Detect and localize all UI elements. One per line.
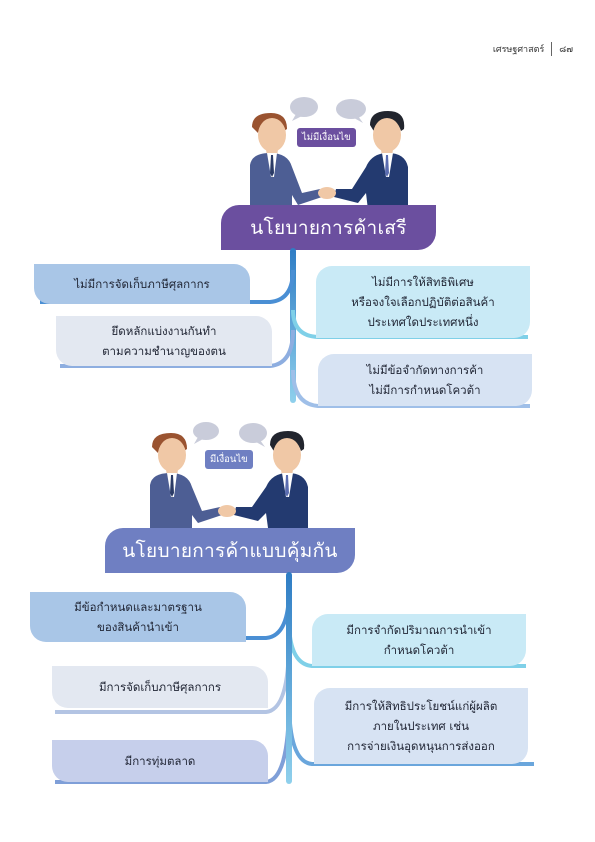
- condition-tag: ไม่มีเงื่อนไข: [297, 128, 356, 147]
- protect-right-item-1: มีการจำกัดปริมาณการนำเข้า กำหนดโควต้า: [312, 614, 526, 666]
- protective-trade-title: นโยบายการค้าแบบคุ้มกัน: [105, 528, 355, 573]
- handshake-illustration-2: [150, 422, 308, 528]
- free-left-item-1: ไม่มีการจัดเก็บภาษีศุลกากร: [34, 264, 250, 304]
- page-header: เศรษฐศาสตร์ ๘๗: [493, 42, 573, 56]
- free-trade-title: นโยบายการค้าเสรี: [221, 205, 436, 250]
- page-number: ๘๗: [559, 45, 573, 55]
- header-divider: [551, 42, 553, 56]
- trunk-line-2: [286, 572, 292, 784]
- handshake-illustration: [250, 97, 408, 210]
- free-right-item-1: ไม่มีการให้สิทธิพิเศษ หรือจงใจเลือกปฏิบั…: [316, 266, 530, 338]
- free-right-item-2: ไม่มีข้อจำกัดทางการค้า ไม่มีการกำหนดโควต…: [318, 354, 532, 406]
- trunk-line: [290, 248, 296, 403]
- free-left-item-2: ยึดหลักแบ่งงานกันทำ ตามความชำนาญของตน: [56, 316, 272, 366]
- condition-tag-2: มีเงื่อนไข: [205, 450, 253, 469]
- protect-left-item-3: มีการทุ่มตลาด: [52, 740, 268, 782]
- protect-left-item-1: มีข้อกำหนดและมาตรฐาน ของสินค้านำเข้า: [30, 592, 246, 642]
- speech-bubble-icon: [290, 97, 366, 123]
- protect-right-item-2: มีการให้สิทธิประโยชน์แก่ผู้ผลิต ภายในประ…: [314, 688, 528, 764]
- speech-bubble-icon: [193, 422, 267, 447]
- protect-left-item-2: มีการจัดเก็บภาษีศุลกากร: [52, 666, 268, 708]
- section-title: เศรษฐศาสตร์: [492, 45, 545, 55]
